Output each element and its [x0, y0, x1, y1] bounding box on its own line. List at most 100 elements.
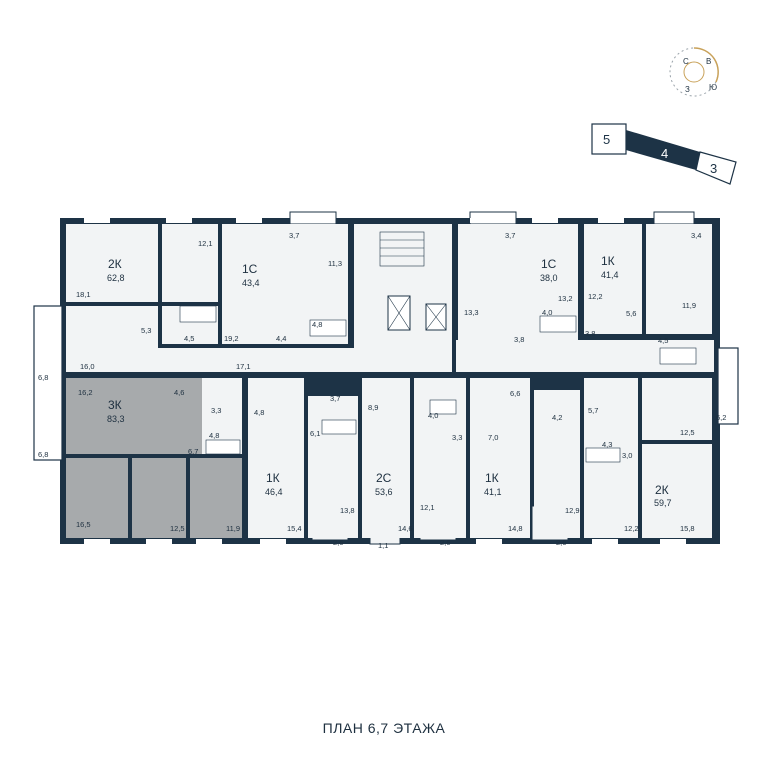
room-area: 4,8	[254, 408, 264, 417]
bathtub	[429, 399, 457, 415]
bathtub	[659, 347, 697, 365]
room-area: 12,5	[680, 428, 695, 437]
unit-area-label: 59,7	[654, 498, 672, 508]
corridor	[66, 348, 356, 372]
room-area: 2,6	[333, 538, 343, 547]
room-area: 4,0	[542, 308, 552, 317]
room	[362, 378, 410, 538]
room-area: 4,8	[209, 431, 219, 440]
room-area: 5,7	[588, 406, 598, 415]
room-area: 12,5	[170, 524, 185, 533]
balcony-right	[717, 347, 739, 425]
room-area: 4,5	[184, 334, 194, 343]
unit-type-label: 1К	[485, 471, 499, 485]
room-area: 14,6	[398, 524, 413, 533]
room-area: 6,8	[38, 450, 48, 459]
room-area: 4,0	[428, 411, 438, 420]
unit-area-label: 46,4	[265, 487, 283, 497]
wall	[186, 458, 190, 538]
unit-type-label: 1С	[242, 262, 258, 276]
section-5-label: 5	[603, 132, 610, 147]
room-area: 3,7	[289, 231, 299, 240]
room-area: 16,5	[76, 520, 91, 529]
section-3-label: 3	[710, 161, 717, 176]
compass-west: З	[685, 85, 690, 94]
room-area: 4,2	[552, 413, 562, 422]
room	[470, 378, 530, 538]
unit-type-label: 3К	[108, 398, 122, 412]
room-area: 13,2	[558, 294, 573, 303]
room-area: 11,3	[328, 259, 342, 268]
section-3-block	[695, 151, 737, 185]
unit-type-label: 1К	[601, 254, 615, 268]
unit-type-label: 2К	[655, 483, 669, 497]
section-4-label: 4	[661, 146, 668, 161]
room-area: 13,8	[340, 506, 355, 515]
compass-sun-arc	[693, 47, 719, 83]
room-area: 1,1	[378, 541, 388, 550]
bathtub	[309, 319, 347, 337]
bathtub	[539, 315, 577, 333]
staircase	[379, 231, 425, 267]
room-area: 6,1	[310, 429, 320, 438]
room	[534, 390, 580, 538]
room-area: 3,3	[211, 406, 221, 415]
wall	[66, 454, 242, 458]
section-key: 5 4 3	[591, 123, 737, 185]
unit-type-label: 1К	[266, 471, 280, 485]
floor-plan-caption: ПЛАН 6,7 ЭТАЖА	[322, 720, 446, 736]
section-4-block	[626, 130, 700, 170]
room-area: 3,0	[622, 451, 632, 460]
room-area: 2,6	[556, 538, 566, 547]
room	[66, 224, 158, 302]
room-area: 15,8	[680, 524, 695, 533]
windows	[84, 218, 686, 544]
room-labels: 18,1 12,1 5,3 4,5 19,2 11,3 3,7 4,4 4,8 …	[38, 231, 726, 550]
balcony-left	[33, 305, 63, 461]
room-area: 6,8	[38, 373, 48, 382]
room	[646, 224, 712, 334]
room-area: 6,2	[716, 413, 726, 422]
room-area: 4,6	[174, 388, 184, 397]
unit-area-label: 62,8	[107, 273, 125, 283]
room-area: 8,9	[368, 403, 378, 412]
room-area: 11,9	[226, 524, 240, 533]
room-area: 5,3	[141, 326, 151, 335]
room-area: 12,2	[588, 292, 603, 301]
room-area: 3,7	[330, 394, 340, 403]
compass: С В З Ю	[669, 47, 719, 97]
room-area: 15,4	[287, 524, 302, 533]
unit-area-label: 41,1	[484, 487, 502, 497]
wall	[128, 458, 132, 538]
room-area: 16,0	[80, 362, 95, 371]
room-area: 2,6	[440, 538, 450, 547]
room-area: 13,3	[464, 308, 479, 317]
unit-area-label: 53,6	[375, 487, 393, 497]
room-area: 18,1	[76, 290, 91, 299]
room	[162, 224, 218, 302]
room-area: 12,1	[420, 503, 435, 512]
room	[642, 444, 712, 538]
room-area: 5,6	[626, 309, 636, 318]
room-area: 4,8	[312, 320, 322, 329]
room	[584, 224, 642, 334]
room-area: 3,4	[691, 231, 701, 240]
room-area: 3,3	[452, 433, 462, 442]
room-area: 3,8	[585, 329, 595, 338]
unit-area-label: 43,4	[242, 278, 260, 288]
bathtub	[205, 439, 241, 455]
room	[248, 378, 304, 538]
room-area: 4,3	[602, 440, 612, 449]
bathtub	[179, 305, 217, 323]
compass-center	[683, 61, 705, 83]
unit-type-label: 2К	[108, 257, 122, 271]
room-area: 17,1	[236, 362, 251, 371]
bathtub	[321, 419, 357, 435]
room-area: 12,2	[624, 524, 639, 533]
room-area: 16,2	[78, 388, 93, 397]
room-area: 11,9	[682, 301, 696, 310]
balcony-top-3	[653, 211, 695, 225]
room-area: 3,7	[505, 231, 515, 240]
bathtub	[585, 447, 621, 463]
